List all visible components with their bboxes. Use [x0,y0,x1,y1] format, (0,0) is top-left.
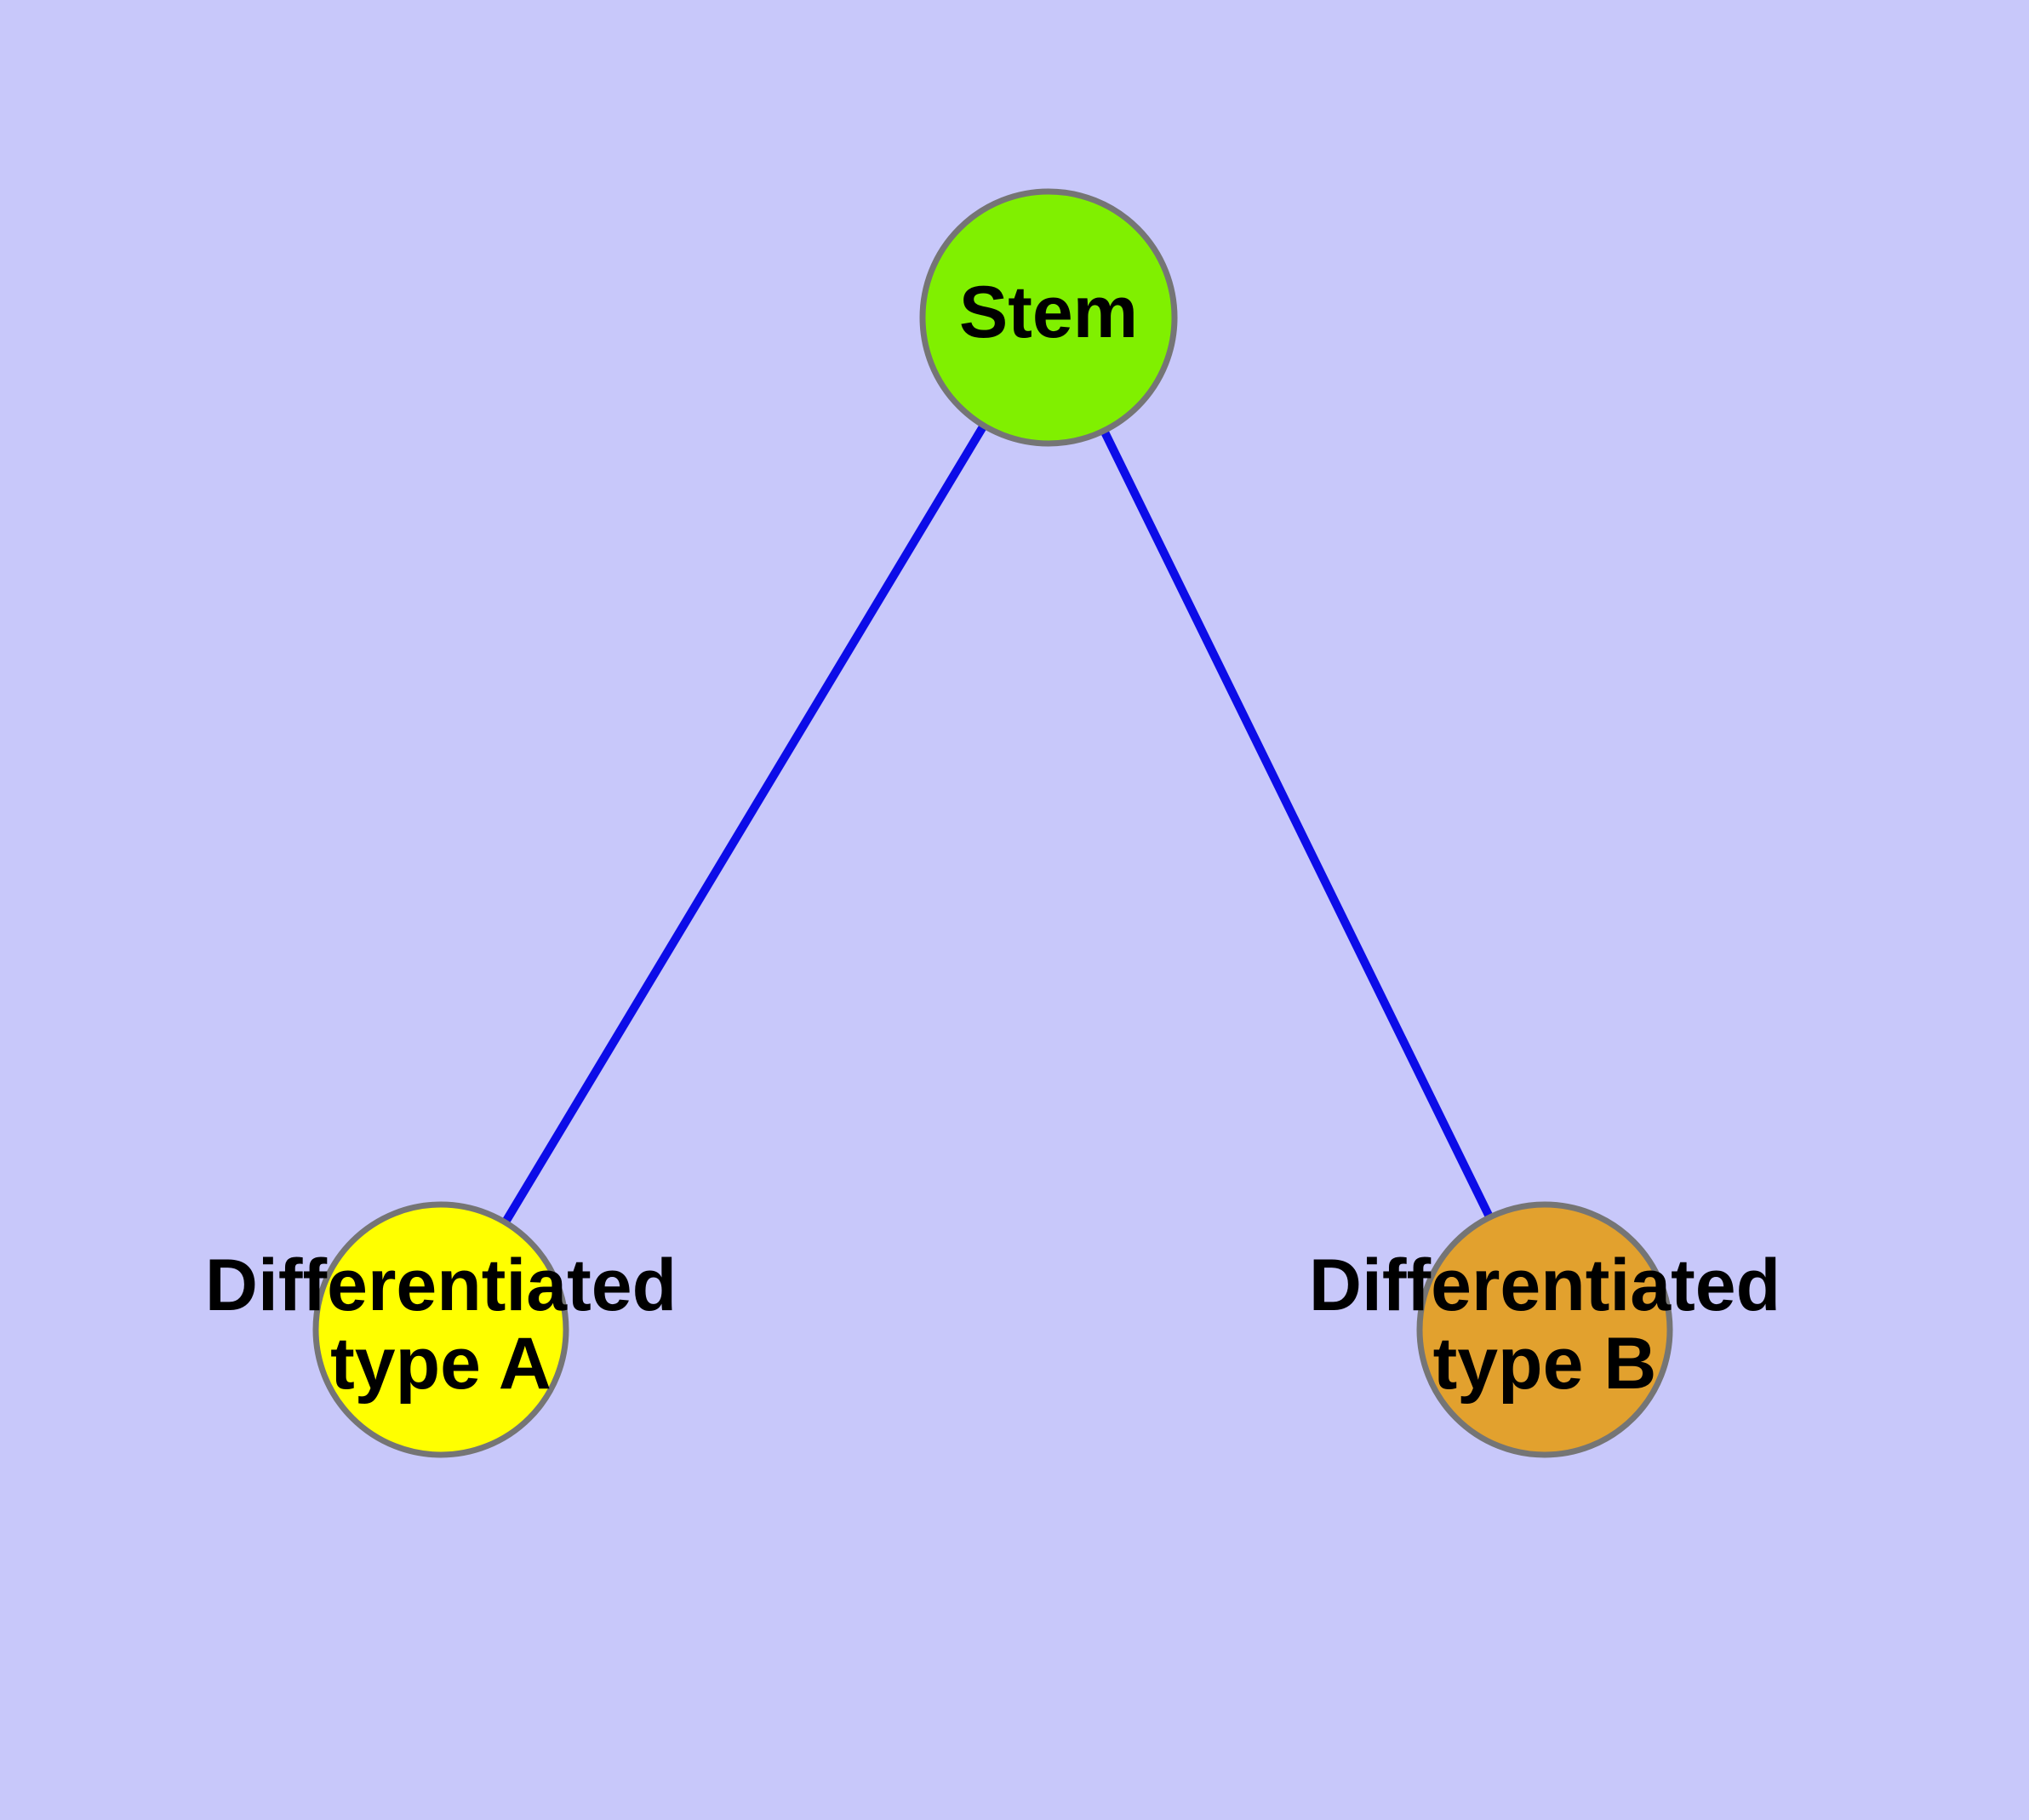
edge-layer [437,315,1549,1332]
graph-node-label-line: type B [1433,1323,1657,1405]
graph-node-label-line: Stem [959,272,1138,353]
graph-node-diff_a[interactable] [312,1201,569,1458]
graph-node-label-line: Differentiated [1309,1245,1780,1326]
graph-node-diff_b[interactable] [1416,1201,1673,1458]
graph-node-label-stem: Stem [959,272,1138,353]
graph-edge-stem-to-diff-b[interactable] [1044,315,1549,1332]
graph-node-label-line: Differentiated [205,1245,677,1326]
graph-node-stem[interactable] [919,188,1178,447]
graph-node-label-line: type A [330,1323,552,1405]
node-layer [312,188,1673,1458]
graph-edge-stem-to-diff-a[interactable] [437,315,1053,1332]
